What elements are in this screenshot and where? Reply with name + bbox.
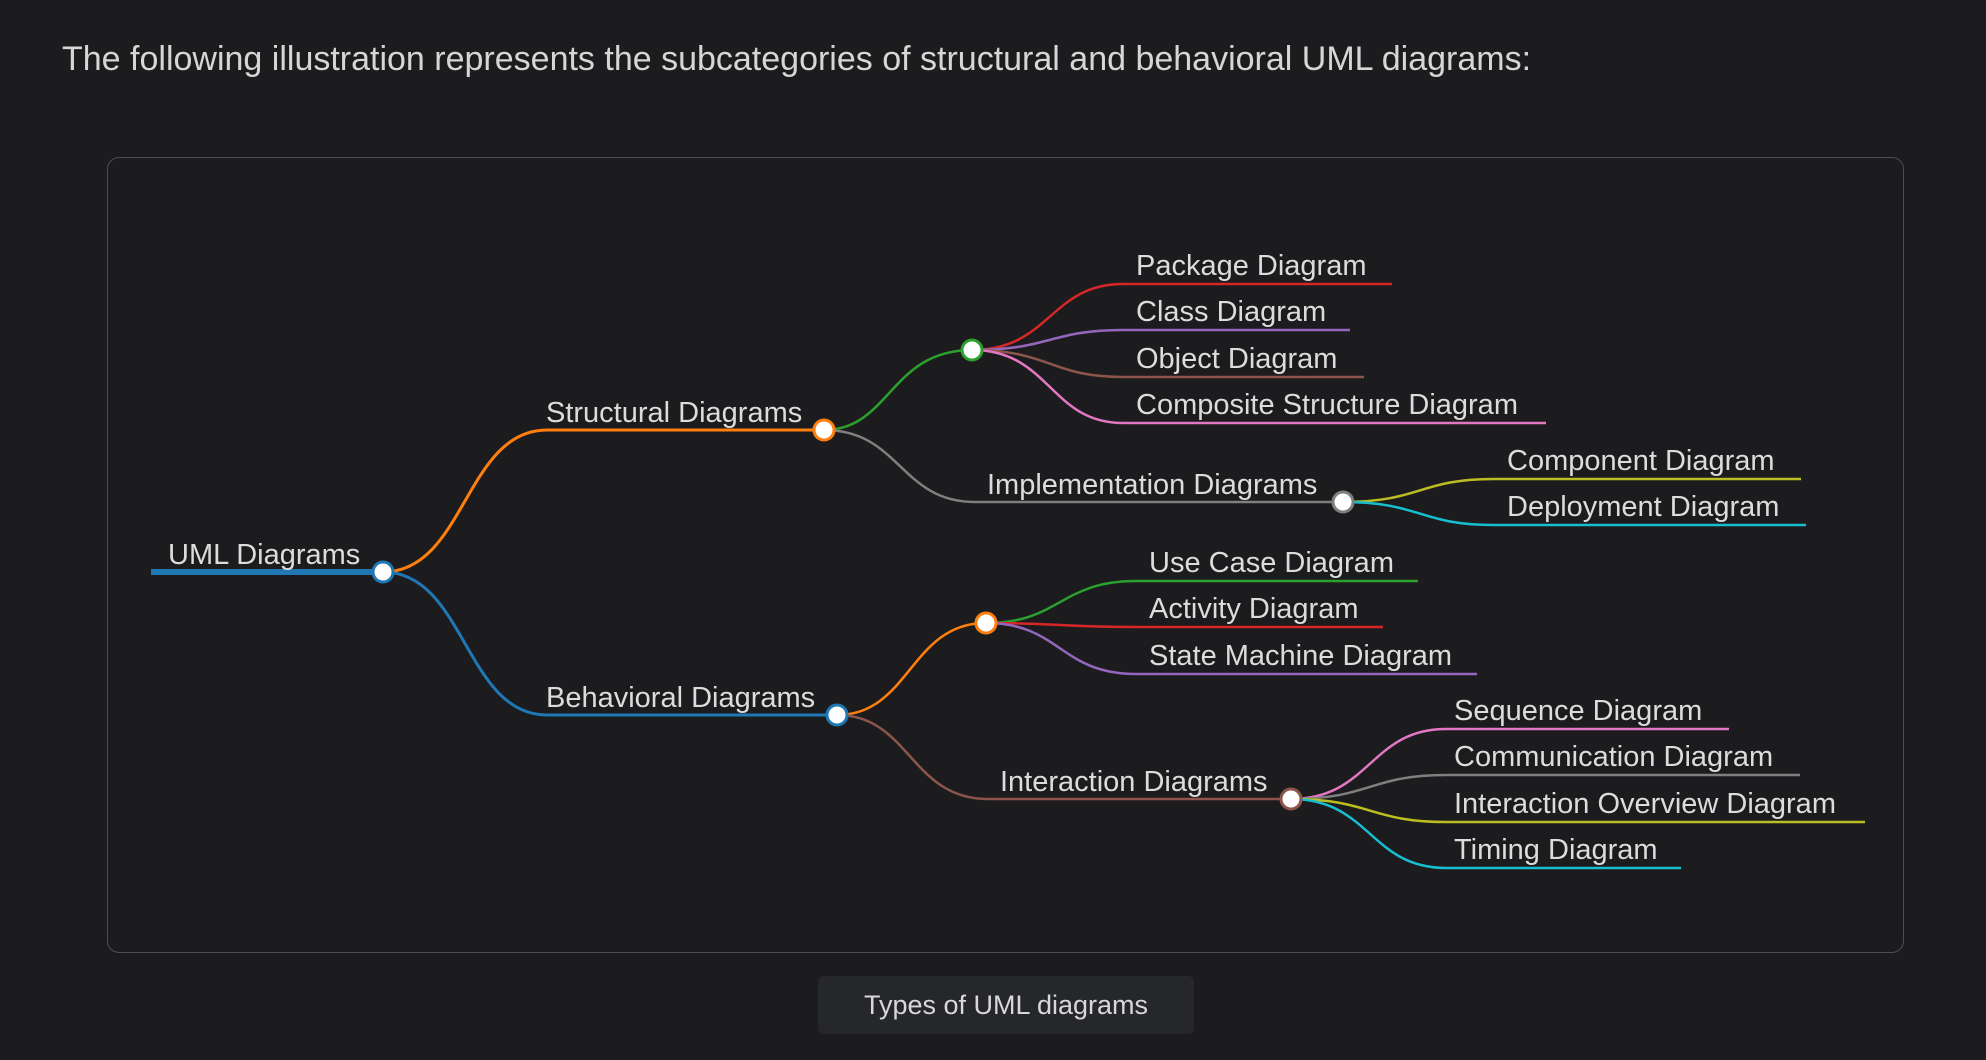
leaf-label-activity: Activity Diagram (1149, 593, 1359, 625)
node-label-implementation: Implementation Diagrams (987, 469, 1317, 501)
leaf-label-package: Package Diagram (1136, 250, 1367, 282)
node-implementation-circle[interactable] (1331, 490, 1355, 514)
edge-implementation (823, 428, 1343, 504)
edge-interaction (836, 713, 1291, 801)
edge-communication (1290, 773, 1800, 801)
figure-caption: Types of UML diagrams (818, 976, 1194, 1034)
edge-class (971, 328, 1350, 352)
leaf-label-use-case: Use Case Diagram (1149, 547, 1394, 579)
edge-behavioral-group (836, 621, 987, 717)
node-root-circle[interactable] (371, 560, 395, 584)
node-behavioral-group-circle[interactable] (974, 611, 998, 635)
diagram-frame (107, 157, 1904, 953)
leaf-label-class: Class Diagram (1136, 296, 1326, 328)
edge-deployment (1342, 500, 1806, 527)
node-interaction-circle[interactable] (1279, 787, 1303, 811)
node-label-interaction: Interaction Diagrams (1000, 766, 1268, 798)
node-label-structural: Structural Diagrams (546, 397, 802, 429)
node-structural-group-circle[interactable] (960, 338, 984, 362)
edge-behavioral (382, 570, 837, 717)
edge-interaction-overview (1290, 797, 1865, 824)
leaf-label-timing: Timing Diagram (1454, 834, 1658, 866)
node-structural-circle[interactable] (812, 418, 836, 442)
edge-composite (971, 348, 1546, 425)
leaf-label-communication: Communication Diagram (1454, 741, 1773, 773)
leaf-label-state-machine: State Machine Diagram (1149, 640, 1452, 672)
edge-package (971, 282, 1392, 352)
leaf-label-component: Component Diagram (1507, 445, 1775, 477)
edge-sequence (1290, 727, 1729, 801)
leaf-label-composite: Composite Structure Diagram (1136, 389, 1518, 421)
edge-use-case (985, 579, 1418, 625)
node-behavioral-circle[interactable] (825, 703, 849, 727)
leaf-label-object: Object Diagram (1136, 343, 1337, 375)
node-label-root: UML Diagrams (168, 539, 360, 571)
edge-structural (382, 428, 824, 574)
edge-object (971, 348, 1364, 379)
intro-text: The following illustration represents th… (62, 40, 1532, 78)
edge-component (1342, 477, 1801, 504)
edge-structural-group (823, 348, 973, 432)
edge-activity (985, 621, 1383, 629)
node-label-behavioral: Behavioral Diagrams (546, 682, 815, 714)
edge-timing (1290, 797, 1681, 870)
leaf-label-sequence: Sequence Diagram (1454, 695, 1702, 727)
leaf-label-deployment: Deployment Diagram (1507, 491, 1779, 523)
edge-state-machine (985, 621, 1477, 676)
leaf-label-interaction-overview: Interaction Overview Diagram (1454, 788, 1836, 820)
